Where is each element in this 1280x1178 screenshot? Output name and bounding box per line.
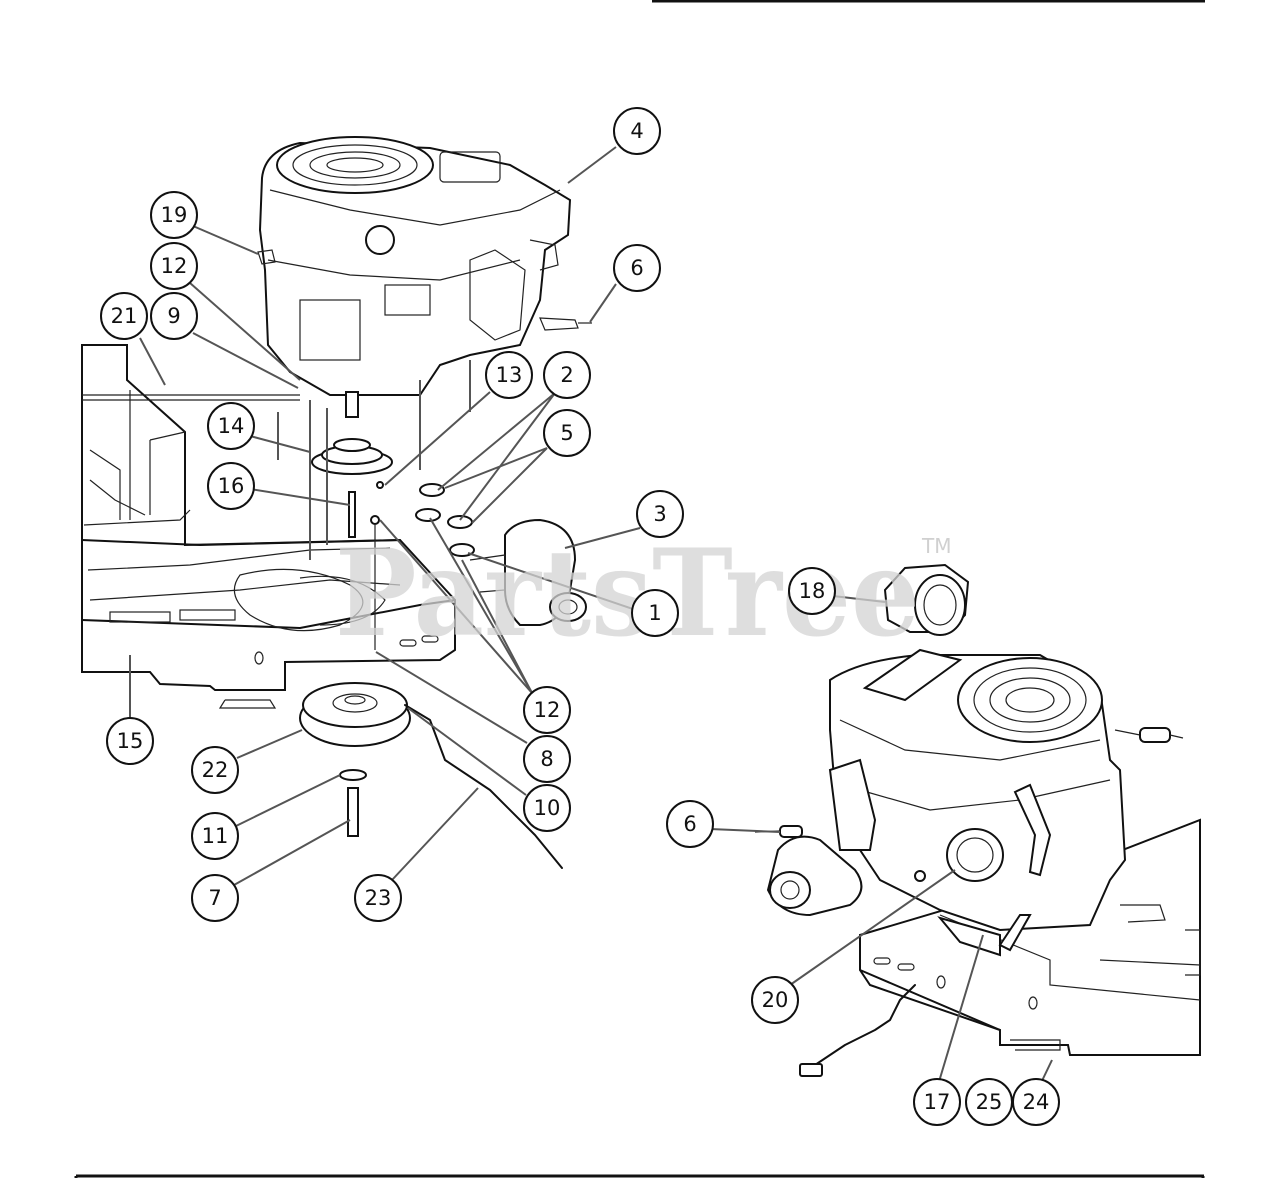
leader-lines-left <box>129 146 641 886</box>
callout-label: 6 <box>683 812 696 836</box>
callout-24: 24 <box>1012 1078 1060 1126</box>
callout-22: 22 <box>191 746 239 794</box>
callout-16: 16 <box>207 462 255 510</box>
callout-7: 7 <box>191 874 239 922</box>
callout-20: 20 <box>751 976 799 1024</box>
frame-plate-left <box>81 344 456 709</box>
callout-label: 11 <box>202 824 229 848</box>
callout-label: 6 <box>630 256 643 280</box>
callout-label: 16 <box>218 474 245 498</box>
callout-label: 14 <box>218 414 245 438</box>
hardware-left <box>370 481 475 650</box>
callout-label: 12 <box>161 254 188 278</box>
air-cleaner-right <box>883 563 970 636</box>
callout-15: 15 <box>106 717 154 765</box>
callout-label: 4 <box>630 119 643 143</box>
callout-17: 17 <box>913 1078 961 1126</box>
callout-label: 18 <box>799 579 826 603</box>
callout-label: 7 <box>208 886 221 910</box>
callout-label: 24 <box>1023 1090 1050 1114</box>
callout-12b: 12 <box>523 686 571 734</box>
callout-label: 3 <box>653 502 666 526</box>
callout-label: 9 <box>167 304 180 328</box>
callouts: 4 19 12 6 21 9 13 2 14 5 16 3 1 18 15 12… <box>100 107 1060 1126</box>
callout-6b: 6 <box>666 800 714 848</box>
callout-9: 9 <box>150 292 198 340</box>
callout-label: 8 <box>540 747 553 771</box>
watermark-trademark: TM <box>921 534 951 558</box>
callout-label: 12 <box>534 698 561 722</box>
callout-21: 21 <box>100 292 148 340</box>
engine-left <box>257 136 592 418</box>
callout-label: 15 <box>117 729 144 753</box>
callout-label: 23 <box>365 886 392 910</box>
pulley-left <box>311 438 393 538</box>
callout-label: 22 <box>202 758 229 782</box>
callout-11: 11 <box>191 812 239 860</box>
callout-label: 25 <box>976 1090 1003 1114</box>
callout-label: 1 <box>648 601 661 625</box>
engine-right <box>828 648 1184 957</box>
callout-label: 19 <box>161 203 188 227</box>
frame-plate-right <box>799 818 1201 1077</box>
muffler-right <box>754 825 863 917</box>
callout-12: 12 <box>150 242 198 290</box>
callout-label: 10 <box>534 796 561 820</box>
callout-10: 10 <box>523 784 571 832</box>
callout-4: 4 <box>613 107 661 155</box>
callout-5: 5 <box>543 409 591 457</box>
callout-3: 3 <box>636 490 684 538</box>
callout-23: 23 <box>354 874 402 922</box>
callout-label: 13 <box>496 363 523 387</box>
callout-label: 2 <box>560 363 573 387</box>
clutch-left <box>299 682 563 869</box>
muffler-left <box>469 518 587 626</box>
callout-label: 5 <box>560 421 573 445</box>
callout-14: 14 <box>207 402 255 450</box>
callout-8: 8 <box>523 735 571 783</box>
callout-13: 13 <box>485 351 533 399</box>
callout-label: 20 <box>762 988 789 1012</box>
callout-18: 18 <box>788 567 836 615</box>
callout-1: 1 <box>631 589 679 637</box>
callout-25: 25 <box>965 1078 1013 1126</box>
callout-19: 19 <box>150 191 198 239</box>
callout-label: 21 <box>111 304 138 328</box>
callout-6: 6 <box>613 244 661 292</box>
callout-2: 2 <box>543 351 591 399</box>
callout-label: 17 <box>924 1090 951 1114</box>
